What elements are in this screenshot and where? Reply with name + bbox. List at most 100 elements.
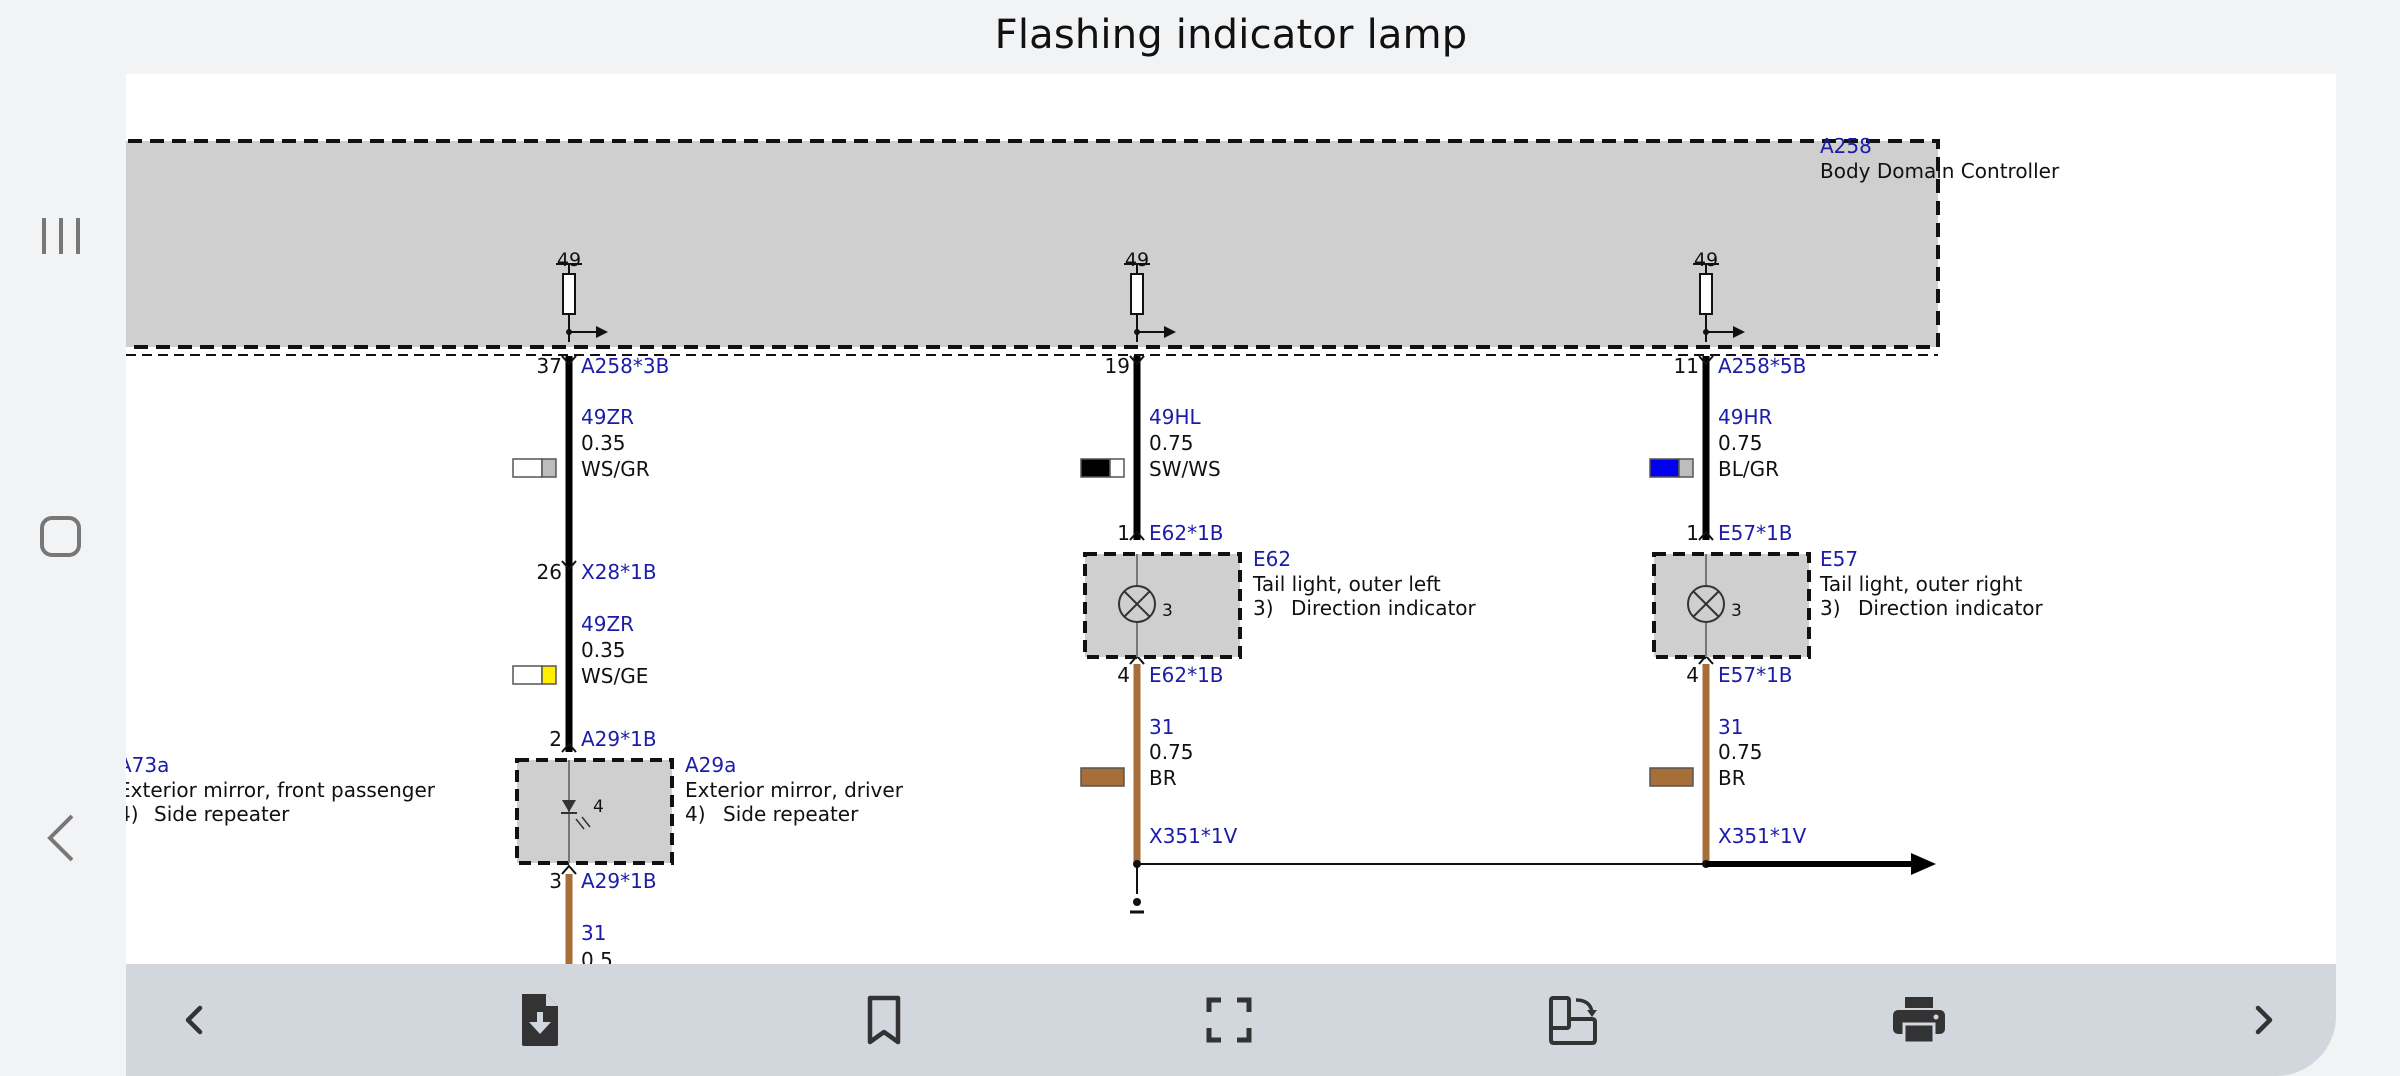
right-comp-in-pin: 1 — [1686, 521, 1699, 545]
left-comp-in-pin: 2 — [549, 727, 562, 751]
fullscreen-icon — [1206, 997, 1252, 1043]
diagram-canvas[interactable]: A258 Body Domain Controller — [126, 74, 2336, 964]
rotate-screen-button[interactable] — [1540, 986, 1608, 1054]
right-wire2-color: BR — [1718, 766, 1746, 790]
right-comp-in-connector[interactable]: E57*1B — [1718, 521, 1793, 545]
middle-comp-in-connector[interactable]: E62*1B — [1149, 521, 1224, 545]
system-navigation-bar — [0, 0, 126, 1076]
continuation-arrow[interactable] — [1702, 853, 1936, 875]
back-icon[interactable] — [47, 814, 74, 862]
left-comp-in-connector[interactable]: A29*1B — [581, 727, 657, 751]
right-comp-out-pin: 4 — [1686, 663, 1699, 687]
e62-note: Direction indicator — [1291, 596, 1477, 620]
fullscreen-button[interactable] — [1195, 986, 1263, 1054]
bookmark-icon — [867, 995, 901, 1045]
e57-code: E57 — [1820, 547, 1858, 571]
middle-wire1-code: 49HL — [1149, 405, 1201, 429]
right-connector[interactable]: A258*5B — [1718, 354, 1806, 378]
left-comp-out-pin: 3 — [549, 869, 562, 893]
middle-wire2-gauge: 0.75 — [1149, 740, 1194, 764]
right-wire2-swatch — [1649, 767, 1694, 787]
middle-wire1-gauge: 0.75 — [1149, 431, 1194, 455]
right-wire1-swatch — [1649, 458, 1694, 478]
e57-note: Direction indicator — [1858, 596, 2044, 620]
file-download-icon — [522, 994, 558, 1046]
left-pin-number: 37 — [537, 354, 562, 378]
body-domain-controller[interactable] — [126, 139, 1940, 356]
controller-box — [126, 139, 1940, 349]
left-wire2-gauge: 0.35 — [581, 638, 626, 662]
e57-name: Tail light, outer right — [1819, 572, 2022, 596]
component-e62[interactable] — [1083, 552, 1242, 659]
component-e57[interactable] — [1652, 552, 1811, 659]
left-mid-pin: 26 — [537, 560, 562, 584]
left-wire3-gauge: 0.5 — [581, 948, 613, 964]
left-pin-top-label: 49 — [557, 249, 581, 271]
left-connector-marks — [561, 355, 577, 875]
e62-code: E62 — [1253, 547, 1291, 571]
switch-symbol-right — [1693, 263, 1745, 342]
bottom-toolbar — [126, 964, 2336, 1076]
a29a-inner-label: 4 — [593, 797, 604, 817]
chevron-right-icon — [2255, 1005, 2273, 1035]
middle-comp-out-pin: 4 — [1117, 663, 1130, 687]
e62-note-num: 3) — [1253, 596, 1274, 620]
component-a29a[interactable] — [515, 758, 674, 865]
a73a-note-num: 4) — [126, 802, 139, 826]
controller-name: Body Domain Controller — [1820, 159, 2060, 183]
left-wire1-swatch — [512, 458, 557, 478]
right-wire1-color: BL/GR — [1718, 457, 1779, 481]
screen-rotate-icon — [1549, 996, 1597, 1045]
bookmark-button[interactable] — [850, 986, 918, 1054]
controller-code: A258 — [1820, 134, 1872, 158]
left-comp-out-connector[interactable]: A29*1B — [581, 869, 657, 893]
right-wire2-gauge: 0.75 — [1718, 740, 1763, 764]
a73a-code: A73a — [126, 753, 169, 777]
ground-bus[interactable] — [1130, 860, 1706, 914]
a73a-name: Exterior mirror, front passenger — [126, 778, 436, 802]
next-page-button[interactable] — [2230, 986, 2298, 1054]
viewer-app: Flashing indicator lamp A258 Body Domain… — [126, 0, 2336, 1076]
e57-inner-label: 3 — [1731, 601, 1742, 621]
a29a-note-num: 4) — [685, 802, 706, 826]
middle-pin-top-label: 49 — [1125, 249, 1149, 271]
switch-symbol-left — [556, 263, 608, 342]
e57-note-num: 3) — [1820, 596, 1841, 620]
right-ground-connector[interactable]: X351*1V — [1718, 824, 1807, 848]
print-icon — [1893, 997, 1945, 1045]
right-pin-top-label: 49 — [1694, 249, 1718, 271]
left-wire1-code: 49ZR — [581, 405, 634, 429]
chevron-left-icon — [185, 1005, 203, 1035]
left-wire2-swatch — [512, 665, 557, 685]
left-wire1-gauge: 0.35 — [581, 431, 626, 455]
a29a-note: Side repeater — [723, 802, 859, 826]
middle-wire1-color: SW/WS — [1149, 457, 1221, 481]
middle-comp-in-pin: 1 — [1117, 521, 1130, 545]
left-wire3-code: 31 — [581, 921, 606, 945]
home-icon[interactable] — [40, 516, 81, 557]
switch-symbol-middle — [1124, 263, 1176, 342]
right-wire2-code: 31 — [1718, 715, 1743, 739]
recents-icon[interactable] — [42, 218, 80, 254]
middle-ground-connector[interactable]: X351*1V — [1149, 824, 1238, 848]
wiring-diagram: A258 Body Domain Controller — [126, 134, 2060, 964]
middle-wire2-code: 31 — [1149, 715, 1174, 739]
e62-inner-label: 3 — [1162, 601, 1173, 621]
previous-page-button[interactable] — [160, 986, 228, 1054]
print-button[interactable] — [1885, 986, 1953, 1054]
right-wire1-code: 49HR — [1718, 405, 1772, 429]
middle-pin-number: 19 — [1105, 354, 1130, 378]
left-wire2-code: 49ZR — [581, 612, 634, 636]
middle-comp-out-connector[interactable]: E62*1B — [1149, 663, 1224, 687]
a73a-note: Side repeater — [154, 802, 290, 826]
left-wire2-color: WS/GE — [581, 664, 648, 688]
left-wire1-color: WS/GR — [581, 457, 650, 481]
left-connector[interactable]: A258*3B — [581, 354, 669, 378]
middle-wire2-swatch — [1080, 767, 1125, 787]
download-button[interactable] — [505, 986, 573, 1054]
page-title: Flashing indicator lamp — [994, 12, 1468, 58]
left-mid-connector[interactable]: X28*1B — [581, 560, 657, 584]
middle-wire2-color: BR — [1149, 766, 1177, 790]
right-comp-out-connector[interactable]: E57*1B — [1718, 663, 1793, 687]
title-bar: Flashing indicator lamp — [126, 0, 2336, 74]
